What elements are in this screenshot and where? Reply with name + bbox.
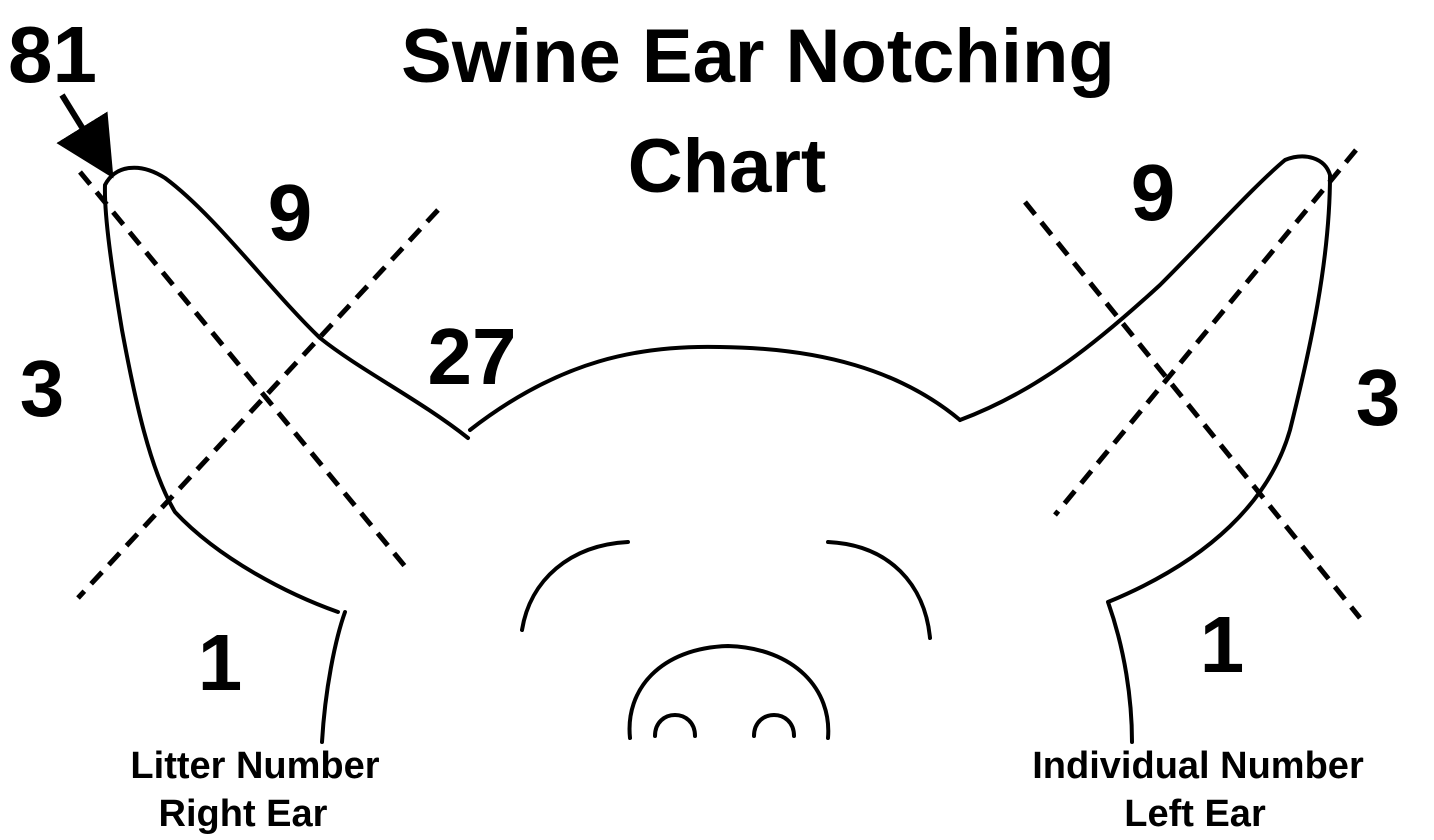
right-eye-brow	[522, 542, 628, 630]
left-ear-upper-value: 9	[1131, 148, 1176, 237]
right-ear-tip-value: 81	[8, 10, 97, 99]
left-ear-outer-value: 3	[1356, 353, 1401, 442]
left-ear-lower-value: 1	[1200, 600, 1245, 689]
right-ear-inner-value: 27	[428, 312, 517, 401]
right-ear-caption-line-2: Right Ear	[159, 793, 328, 835]
right-ear-outer-value: 3	[20, 344, 65, 433]
head-outline	[470, 347, 960, 430]
nostril-left	[655, 715, 695, 736]
left-ear-outline	[960, 156, 1330, 742]
left-ear-caption-line-1: Individual Number	[1032, 745, 1364, 787]
left-ear-caption-line-2: Left Ear	[1124, 793, 1266, 835]
title-line-1: Swine Ear Notching	[401, 14, 1115, 99]
right-ear-caption-line-1: Litter Number	[130, 745, 379, 787]
tip-arrow	[62, 95, 104, 163]
title-line-2: Chart	[628, 124, 826, 209]
right-ear-upper-value: 9	[268, 168, 313, 257]
nostril-right	[754, 715, 794, 736]
left-eye-brow	[828, 542, 930, 638]
right-ear-lower-value: 1	[198, 618, 243, 707]
